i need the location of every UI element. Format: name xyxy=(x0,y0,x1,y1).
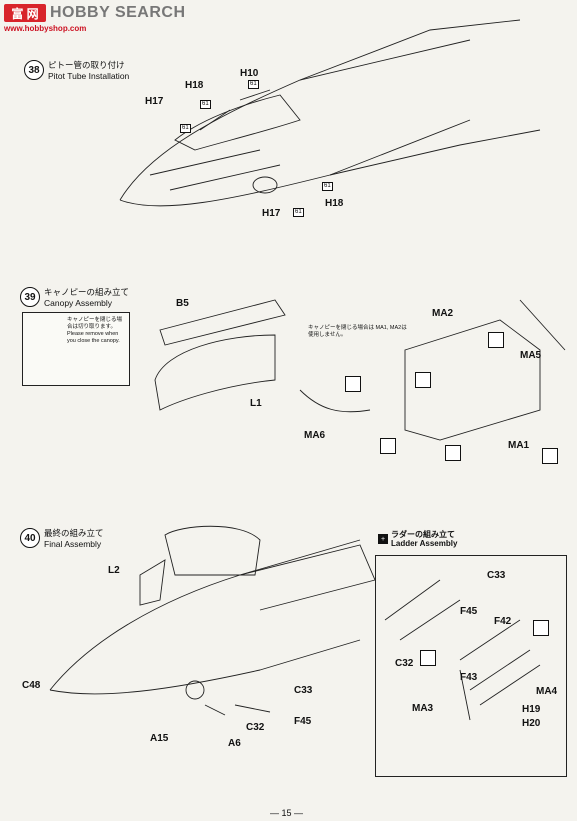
diamond-marker xyxy=(542,448,558,464)
label-ma5: MA5 xyxy=(520,350,542,361)
label-l2: L2 xyxy=(108,565,120,576)
diamond-marker xyxy=(420,650,436,666)
label-h20: H20 xyxy=(522,718,541,729)
part-ref: 61 xyxy=(180,124,191,133)
label-c32: C32 xyxy=(246,722,265,733)
step-40-title-en: Final Assembly xyxy=(44,539,102,549)
closed-canopy-note: キャノピーを閉じる場合は MA1, MA2は使用しません。 xyxy=(308,325,407,338)
part-ref: 61 xyxy=(293,208,304,217)
ladder-assembly-box xyxy=(375,555,567,777)
label-ma3: MA3 xyxy=(412,703,434,714)
label-ma1: MA1 xyxy=(508,440,530,451)
label-f43: F43 xyxy=(460,672,478,683)
label-f45: F45 xyxy=(294,716,312,727)
ladder-assembly-header: + ラダーの組み立て Ladder Assembly xyxy=(378,530,457,548)
label-a15: A15 xyxy=(150,733,169,744)
label-a6: A6 xyxy=(228,738,241,749)
label-c33-ladder: C33 xyxy=(487,570,506,581)
ladder-title-en: Ladder Assembly xyxy=(391,539,458,548)
part-ref: 61 xyxy=(322,182,333,191)
step-39-title-en: Canopy Assembly xyxy=(44,298,113,308)
label-b5: B5 xyxy=(176,298,189,309)
step-39-number: 39 xyxy=(20,287,40,307)
part-ref: 61 xyxy=(248,80,259,89)
diamond-marker xyxy=(533,620,549,636)
ladder-title-jp: ラダーの組み立て xyxy=(391,530,455,539)
step-40-header: 40 最終の組み立て Final Assembly xyxy=(20,528,104,550)
canopy-note-text: キャノピーを閉じる場合は切り取ります。 Please remove when y… xyxy=(67,317,123,344)
plus-icon: + xyxy=(378,534,388,544)
part-ref: 61 xyxy=(200,100,211,109)
label-l1: L1 xyxy=(250,398,262,409)
label-h17-top: H17 xyxy=(145,96,164,107)
step-38-number: 38 xyxy=(24,60,44,80)
label-ma6: MA6 xyxy=(304,430,326,441)
step-40-number: 40 xyxy=(20,528,40,548)
label-h18-top: H18 xyxy=(185,80,204,91)
label-h19: H19 xyxy=(522,704,541,715)
diamond-marker xyxy=(415,372,431,388)
label-f42: F42 xyxy=(494,616,512,627)
label-c32-ladder: C32 xyxy=(395,658,414,669)
diamond-marker xyxy=(445,445,461,461)
step-40-title-jp: 最終の組み立て xyxy=(44,528,104,538)
label-h17-bottom: H17 xyxy=(262,208,281,219)
label-ma2: MA2 xyxy=(432,308,454,319)
step-39-title-jp: キャノピーの組み立て xyxy=(44,287,130,297)
canopy-note-box: キャノピーを閉じる場合は切り取ります。 Please remove when y… xyxy=(22,312,130,386)
label-c33: C33 xyxy=(294,685,313,696)
label-h10: H10 xyxy=(240,68,259,79)
label-f45-ladder: F45 xyxy=(460,606,478,617)
watermark-logo: 富 网 xyxy=(4,4,46,22)
step-38-title-en: Pitot Tube Installation xyxy=(48,71,130,81)
label-h18-bottom: H18 xyxy=(325,198,344,209)
watermark-url: www.hobbyshop.com xyxy=(4,24,87,33)
diamond-marker xyxy=(345,376,361,392)
watermark: 富 网 HOBBY SEARCH xyxy=(4,4,186,22)
step-38-header: 38 ピトー管の取り付け Pitot Tube Installation xyxy=(24,60,129,82)
watermark-text: HOBBY SEARCH xyxy=(50,4,186,21)
label-ma4: MA4 xyxy=(536,686,558,697)
step-39-header: 39 キャノピーの組み立て Canopy Assembly xyxy=(20,287,129,309)
diamond-marker xyxy=(380,438,396,454)
diamond-marker xyxy=(488,332,504,348)
label-c48: C48 xyxy=(22,680,41,691)
step-38-title-jp: ピトー管の取り付け xyxy=(48,60,125,70)
page-number: — 15 — xyxy=(270,808,304,818)
